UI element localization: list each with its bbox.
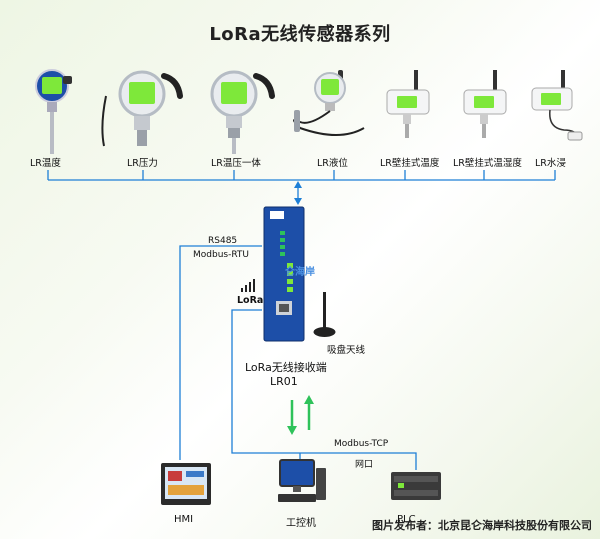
modbus-rtu-label: Modbus-RTU — [193, 250, 250, 260]
wall-temperature-sensor-icon — [386, 70, 430, 138]
sensor-label: LR温压一体 — [211, 158, 261, 169]
level-transmitter-icon — [293, 70, 365, 136]
pressure-transmitter-icon — [101, 70, 183, 147]
sensor-label: LR壁挂式温度 — [380, 158, 440, 169]
receiver-model: LR01 — [270, 375, 298, 388]
plc-label: PLC — [397, 514, 416, 525]
thermometer-transmitter-icon — [35, 69, 72, 154]
hmi-label: HMI — [174, 514, 194, 525]
modbus-tcp-line — [231, 309, 417, 470]
signal-strength-icon — [241, 279, 255, 292]
plc-icon — [391, 472, 441, 500]
rs485-line — [179, 245, 262, 460]
modbus-tcp-label: Modbus-TCP — [334, 439, 389, 449]
hmi-icon — [161, 463, 211, 505]
brand-watermark: 仑海岸 — [285, 267, 315, 278]
image-caption: 图片发布者：北京昆仑海岸科技股份有限公司 — [372, 519, 592, 532]
sensor-label: LR压力 — [127, 158, 158, 169]
page-title: LoRa无线传感器系列 — [209, 24, 391, 45]
temp-pressure-transmitter-icon — [210, 70, 275, 154]
lora-receiver-device — [263, 206, 305, 342]
rs485-label: RS485 — [208, 236, 238, 246]
suction-antenna-icon — [313, 292, 336, 337]
receiver-name: LoRa无线接收端 — [245, 361, 327, 374]
sensor-label: LR温度 — [30, 158, 61, 169]
network-label: 网口 — [355, 460, 374, 470]
water-leak-sensor-icon — [531, 70, 583, 141]
antenna-label: 吸盘天线 — [327, 345, 366, 356]
sensor-label: LR水浸 — [535, 158, 566, 169]
wall-humidity-sensor-icon — [463, 70, 507, 138]
pc-label: 工控机 — [286, 518, 316, 529]
lora-label: LoRa — [237, 295, 264, 306]
industrial-pc-icon — [278, 459, 326, 502]
sensor-label: LR壁挂式温湿度 — [453, 158, 522, 169]
sensor-label: LR液位 — [317, 158, 348, 169]
